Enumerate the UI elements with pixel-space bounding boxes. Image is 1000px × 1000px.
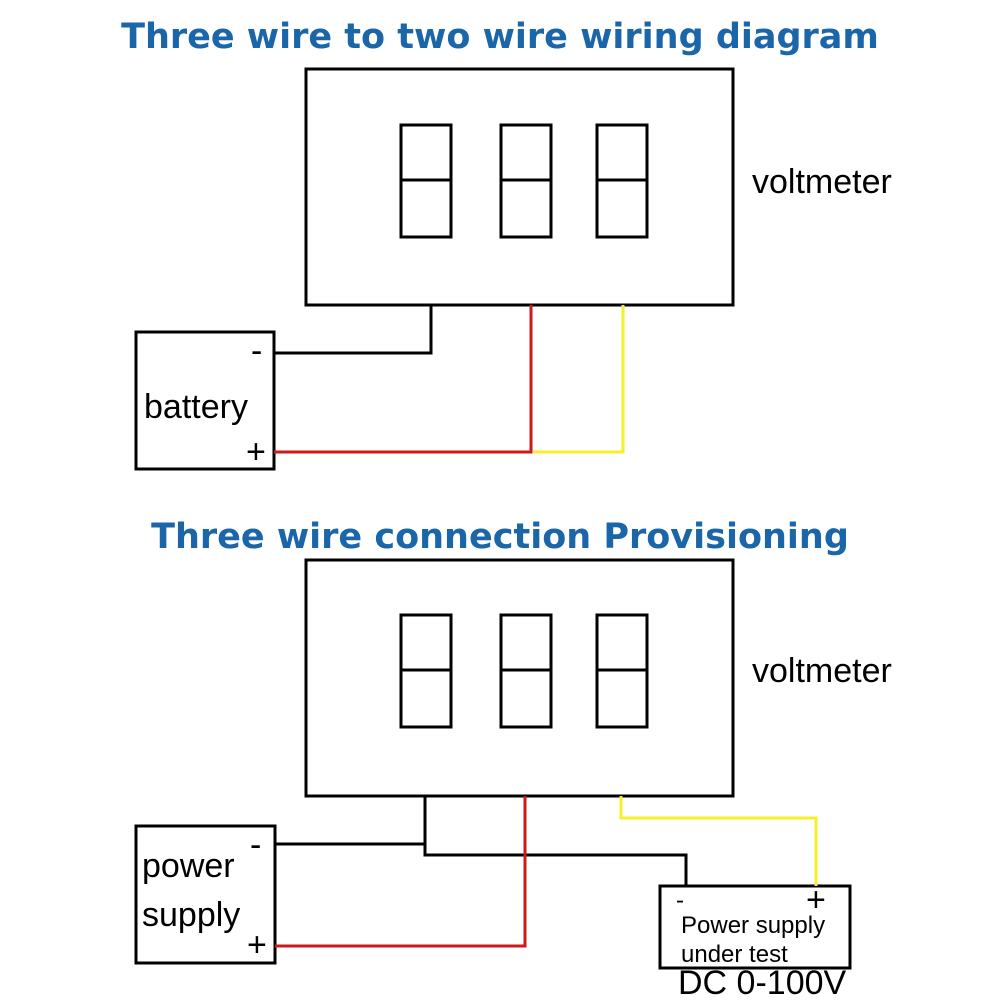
voltmeter-2-label: voltmeter bbox=[752, 652, 892, 690]
wire-yellow-signal-2 bbox=[619, 796, 818, 886]
wire-black-ground-1 bbox=[274, 305, 433, 355]
battery-box bbox=[134, 330, 276, 471]
voltmeter-1-body bbox=[304, 67, 735, 307]
dut-label-line1: Power supply bbox=[681, 912, 825, 939]
wire-red-power-1 bbox=[274, 305, 533, 454]
power-supply-box bbox=[134, 824, 277, 965]
dut-range-label: DC 0-100V bbox=[678, 964, 847, 1000]
dut-plus-terminal: + bbox=[806, 881, 826, 919]
power-supply-label-line2: supply bbox=[142, 896, 240, 934]
dut-box bbox=[658, 884, 852, 970]
battery-plus-terminal: + bbox=[246, 433, 266, 471]
voltmeter-2-display bbox=[399, 613, 649, 729]
dut-label-line2: under test bbox=[681, 941, 788, 968]
diagram-1-title: Three wire to two wire wiring diagram bbox=[121, 17, 879, 57]
power-supply-plus-terminal: + bbox=[247, 926, 267, 964]
voltmeter-1-label: voltmeter bbox=[752, 163, 892, 201]
diagram-2-title: Three wire connection Provisioning bbox=[151, 517, 849, 557]
battery-minus-terminal: - bbox=[251, 332, 262, 370]
wire-black-ground-supply bbox=[275, 796, 427, 846]
diagram-three-to-two-wire: Three wire to two wire wiring diagram vo… bbox=[121, 17, 892, 471]
power-supply-minus-terminal: - bbox=[250, 826, 261, 864]
diagram-three-wire: Three wire connection Provisioning voltm… bbox=[134, 517, 892, 1000]
voltmeter-2-body bbox=[304, 558, 735, 798]
voltmeter-1-display bbox=[399, 123, 649, 239]
wire-yellow-signal-1 bbox=[533, 305, 625, 454]
dut-minus-terminal: - bbox=[676, 887, 684, 914]
wire-black-ground-dut bbox=[423, 844, 688, 886]
wire-red-power-2 bbox=[275, 796, 527, 948]
power-supply-label-line1: power bbox=[142, 847, 235, 885]
battery-label: battery bbox=[144, 388, 248, 426]
